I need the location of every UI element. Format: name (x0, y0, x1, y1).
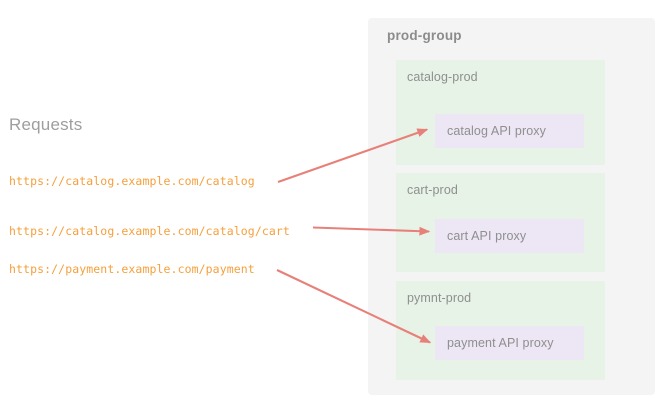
prod-group-panel: prod-group catalog-prod catalog API prox… (368, 18, 655, 395)
environment-pymnt-prod: pymnt-prod payment API proxy (396, 281, 605, 380)
request-url-catalog: https://catalog.example.com/catalog (9, 174, 255, 188)
proxy-label-catalog-api: catalog API proxy (447, 124, 546, 138)
environment-cart-prod: cart-prod cart API proxy (396, 173, 605, 272)
proxy-label-cart-api: cart API proxy (447, 229, 527, 243)
environment-label-cart-prod: cart-prod (407, 183, 458, 197)
environment-label-catalog-prod: catalog-prod (407, 70, 478, 84)
requests-heading: Requests (9, 115, 83, 134)
proxy-payment-api: payment API proxy (435, 326, 584, 360)
environment-catalog-prod: catalog-prod catalog API proxy (396, 60, 605, 165)
prod-group-title: prod-group (387, 28, 462, 43)
request-url-catalog-cart: https://catalog.example.com/catalog/cart (9, 224, 290, 238)
environment-label-pymnt-prod: pymnt-prod (407, 291, 472, 305)
request-url-payment: https://payment.example.com/payment (9, 262, 255, 276)
proxy-label-payment-api: payment API proxy (447, 336, 554, 350)
proxy-catalog-api: catalog API proxy (435, 114, 584, 148)
requests-section: Requests https://catalog.example.com/cat… (9, 115, 290, 276)
proxy-cart-api: cart API proxy (435, 219, 584, 253)
